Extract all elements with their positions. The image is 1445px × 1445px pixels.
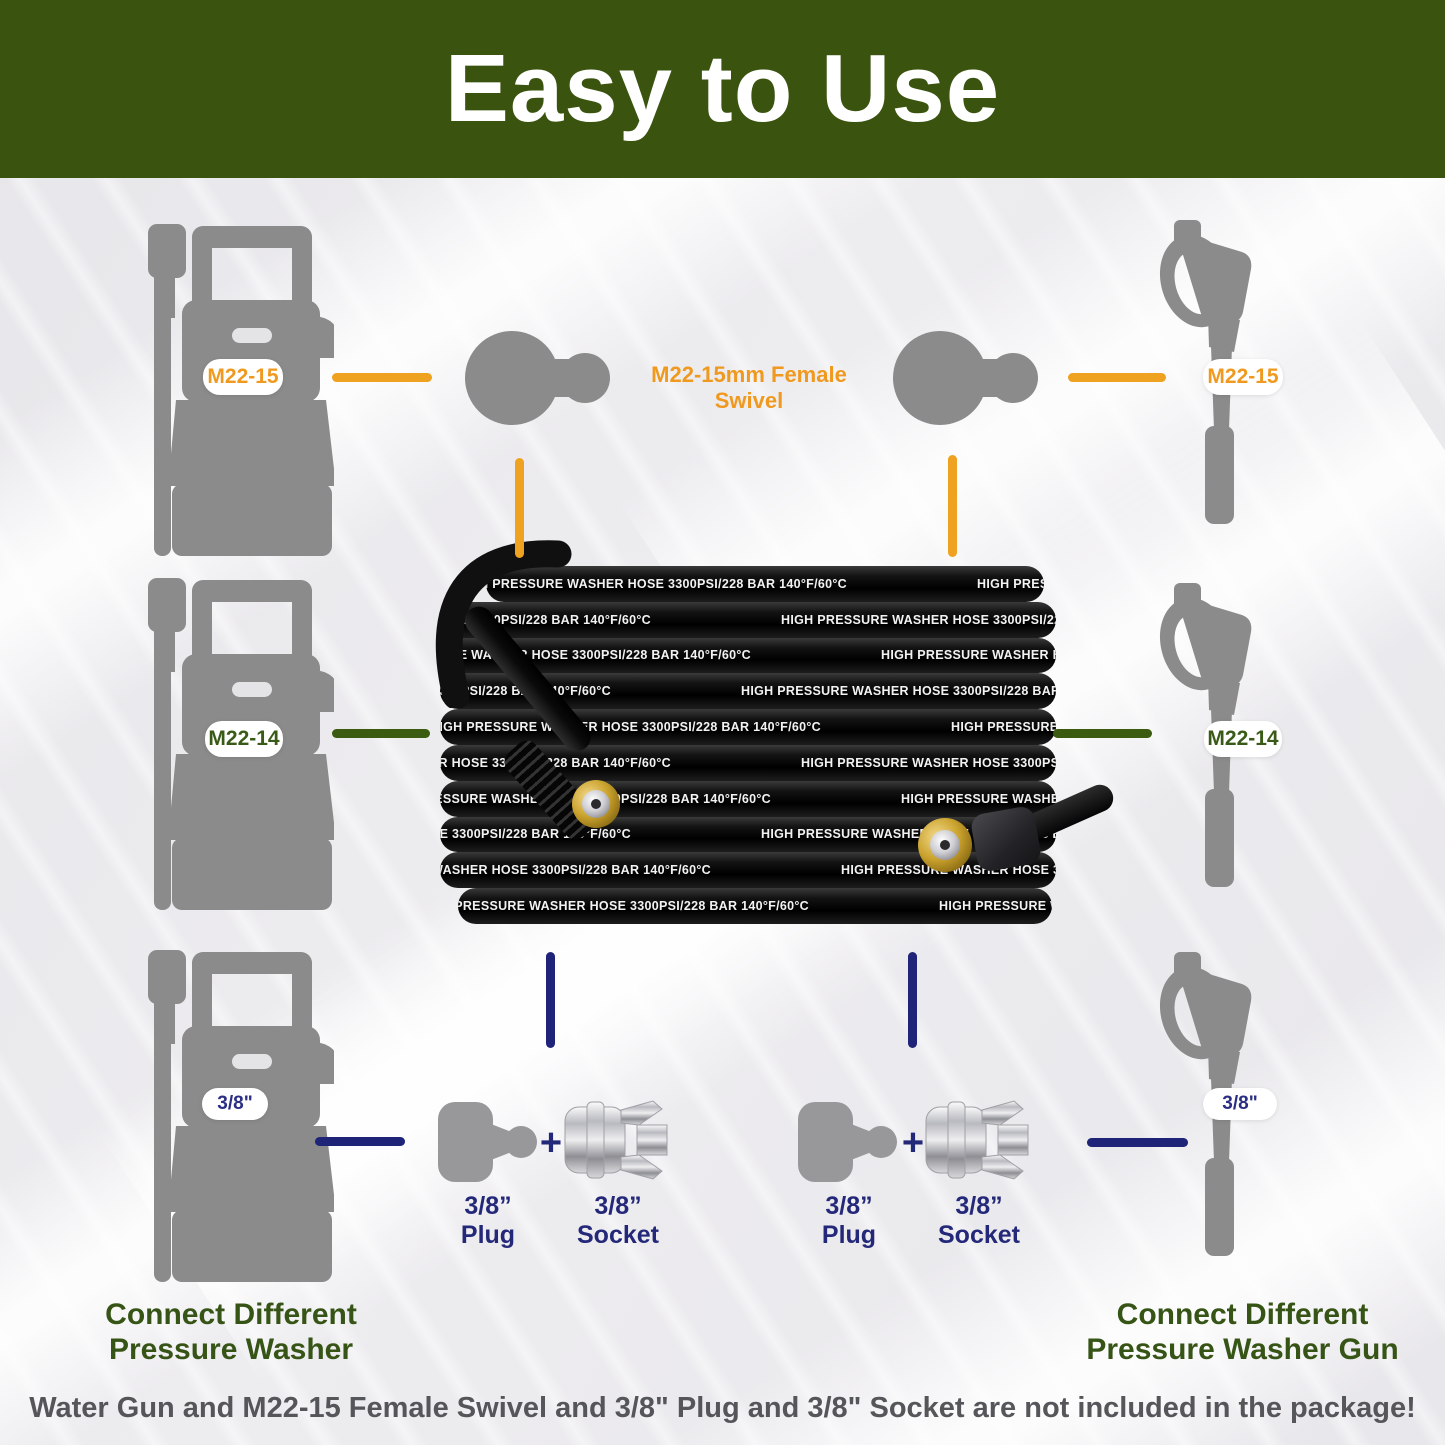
footer-note: Water Gun and M22-15 Female Swivel and 3… xyxy=(29,1392,1416,1424)
hose-print-text: HIGH PRESSURE WASHER HOSE 3300PSI/228 BA… xyxy=(801,755,1056,770)
title-banner: Easy to Use xyxy=(0,0,1445,178)
hose-print-text: HIGH PRESSURE WASHER HOSE 3300PSI/228 BA… xyxy=(881,648,1056,663)
plug-silhouette xyxy=(436,1098,538,1186)
socket-image xyxy=(924,1098,1030,1182)
plug-label: 3/8” Plug xyxy=(438,1192,538,1250)
plus-sign: + xyxy=(901,1122,925,1164)
swivel-center-label: M22-15mm Female Swivel xyxy=(651,362,847,413)
hose-right-fitting-cap xyxy=(969,804,1043,874)
pill-text: M22-15 xyxy=(207,365,279,388)
swivel-connector-silhouette xyxy=(888,326,1040,430)
connector-line xyxy=(332,373,432,382)
hose-print-text: HIGH PRESSURE WASHER HOSE 3300PSI/228 BA… xyxy=(440,791,772,806)
socket-size-text: 3/8” xyxy=(955,1192,1003,1220)
socket-label: 3/8” Socket xyxy=(917,1192,1041,1250)
connector-line xyxy=(1068,373,1166,382)
plus-sign: + xyxy=(539,1122,563,1164)
connector-line-vertical xyxy=(546,952,555,1048)
plug-word-text: Plug xyxy=(821,1220,877,1249)
plug-size-text: 3/8” xyxy=(825,1192,873,1220)
left-caption: Connect Different Pressure Washer xyxy=(66,1298,396,1367)
right-caption-line2: Pressure Washer Gun xyxy=(1086,1332,1399,1366)
pill-text: M22-14 xyxy=(208,727,280,750)
plug-label: 3/8” Plug xyxy=(799,1192,899,1250)
left-washer-thread-label: 3/8" xyxy=(202,1088,268,1120)
pill-text: 3/8" xyxy=(1222,1093,1258,1114)
connector-line xyxy=(315,1137,405,1146)
socket-label: 3/8” Socket xyxy=(556,1192,680,1250)
hose-print-text: HIGH PRESSURE WASHER HOSE 3300PSI/228 BA… xyxy=(781,612,1056,627)
hose-print-text: HIGH PRESSURE WASHER HOSE 3300PSI/228 BA… xyxy=(458,899,810,914)
swivel-connector-silhouette xyxy=(460,326,612,430)
socket-size-text: 3/8” xyxy=(594,1192,642,1220)
hose-print-text: HIGH PRESSURE WASHER HOSE 3300PSI/228 BA… xyxy=(741,684,1056,699)
right-caption: Connect Different Pressure Washer Gun xyxy=(1065,1298,1420,1367)
left-caption-line1: Connect Different xyxy=(105,1298,357,1331)
hose-coil-row: HIGH PRESSURE WASHER HOSE 3300PSI/228 BA… xyxy=(458,888,1052,924)
pill-text: M22-14 xyxy=(1207,727,1279,750)
right-gun-thread-label: M22-14 xyxy=(1204,721,1282,757)
hose-right-fitting-hole xyxy=(940,840,950,850)
hose-print-text: HIGH PRESSURE WASHER HOSE 3300PSI/228 BA… xyxy=(977,576,1044,591)
socket-word-text: Socket xyxy=(577,1220,659,1249)
pill-text: M22-15 xyxy=(1207,365,1279,388)
hose-image: HIGH PRESSURE WASHER HOSE 3300PSI/228 BA… xyxy=(435,540,1118,924)
hose-print-text: HIGH PRESSURE WASHER HOSE 3300PSI/228 BA… xyxy=(440,755,672,770)
plug-word-text: Plug xyxy=(460,1220,516,1249)
connector-line xyxy=(1053,729,1152,738)
hose-print-text: HIGH PRESSURE WASHER HOSE 3300PSI/228 BA… xyxy=(951,720,1056,735)
right-caption-line1: Connect Different xyxy=(1116,1298,1369,1331)
left-washer-thread-label: M22-15 xyxy=(203,359,283,395)
connector-line xyxy=(332,729,430,738)
right-gun-thread-label: M22-15 xyxy=(1203,359,1283,395)
socket-image xyxy=(563,1098,669,1182)
left-caption-line2: Pressure Washer xyxy=(108,1332,353,1366)
hose-coil-row: HIGH PRESSURE WASHER HOSE 3300PSI/228 BA… xyxy=(440,709,1056,745)
connector-line-vertical xyxy=(948,455,957,557)
connector-line-vertical xyxy=(908,952,917,1048)
hose-print-text: HIGH PRESSURE WASHER HOSE 3300PSI/228 BA… xyxy=(440,827,632,842)
right-gun-thread-label: 3/8" xyxy=(1203,1088,1277,1120)
hose-print-text: HIGH PRESSURE WASHER HOSE 3300PSI/228 BA… xyxy=(939,899,1052,914)
hose-print-text: HIGH PRESSURE WASHER HOSE 3300PSI/228 BA… xyxy=(440,863,712,878)
hose-left-fitting-hole xyxy=(591,799,601,809)
hose-print-text: HIGH PRESSURE WASHER HOSE 3300PSI/228 BA… xyxy=(440,720,822,735)
pill-text: 3/8" xyxy=(217,1093,253,1114)
plug-size-text: 3/8” xyxy=(464,1192,512,1220)
connector-line xyxy=(1087,1138,1188,1147)
left-washer-thread-label: M22-14 xyxy=(205,721,283,757)
socket-word-text: Socket xyxy=(938,1220,1020,1249)
plug-silhouette xyxy=(796,1098,898,1186)
page-title: Easy to Use xyxy=(444,35,1001,142)
hose-print-text: HIGH PRESSURE WASHER HOSE 3300PSI/228 BA… xyxy=(901,791,1056,806)
connector-line-vertical xyxy=(515,458,524,558)
